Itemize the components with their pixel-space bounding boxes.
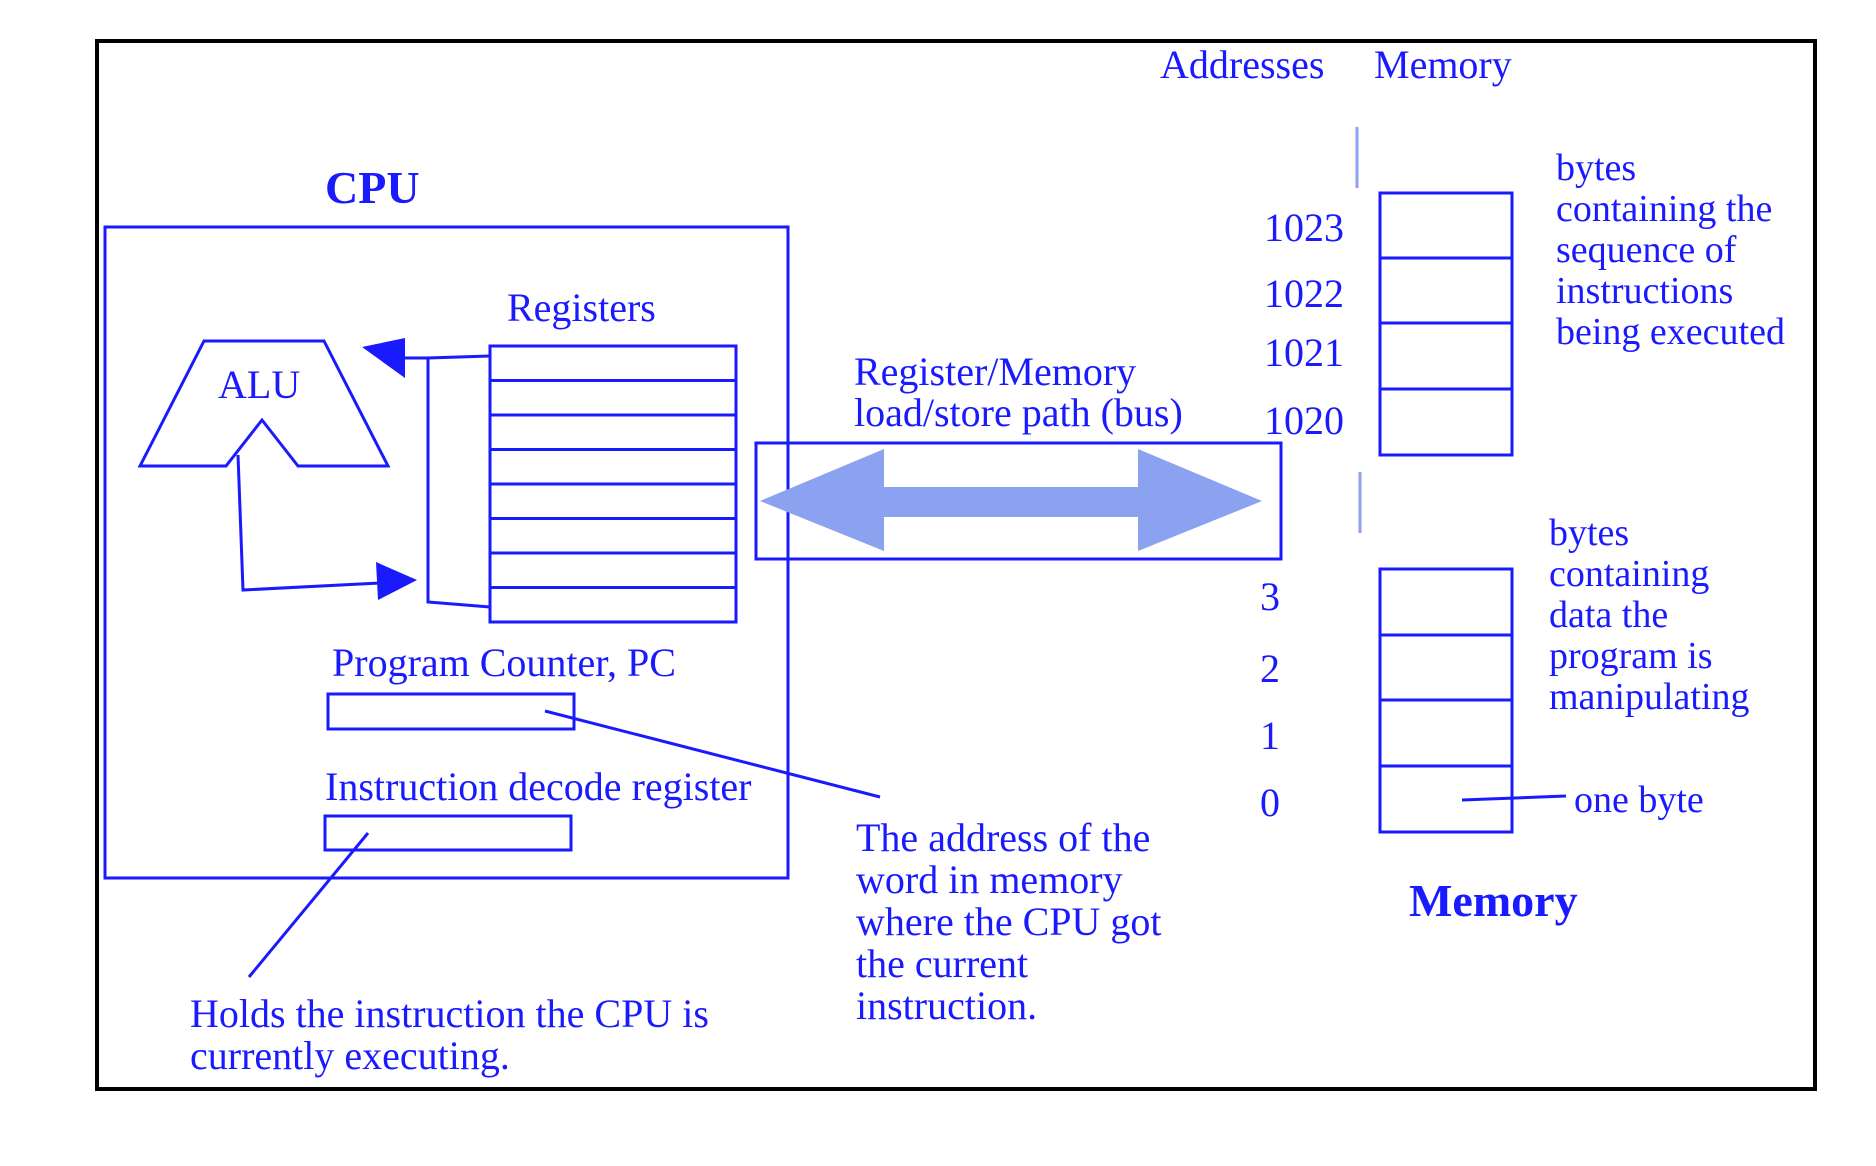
cpu-title: CPU	[325, 162, 420, 213]
alu-register-connections	[236, 338, 491, 609]
idr-note: Holds the instruction the CPU is current…	[190, 991, 719, 1078]
bus-double-arrow	[760, 449, 1262, 551]
address-1020: 1020	[1264, 398, 1344, 443]
data-memory-cells	[1378, 567, 1514, 834]
idr-pointer-line	[247, 832, 370, 978]
address-1: 1	[1260, 713, 1280, 758]
pc-pointer-line	[544, 709, 881, 799]
arrow-to-registers	[376, 562, 417, 600]
bus-label-line1: Register/Memory	[854, 349, 1136, 394]
memory-header: Memory	[1374, 42, 1512, 87]
idr-label: Instruction decode register	[325, 764, 752, 809]
addresses-header: Addresses	[1160, 42, 1324, 87]
address-1022: 1022	[1264, 271, 1344, 316]
arrow-to-alu	[362, 338, 405, 378]
memory-title: Memory	[1409, 875, 1578, 926]
alu-shape	[137, 339, 391, 468]
address-2: 2	[1260, 646, 1280, 691]
instruction-bytes-note: bytes containing the sequence of instruc…	[1556, 147, 1785, 353]
cpu-box	[103, 225, 790, 880]
address-3: 3	[1260, 574, 1280, 619]
bus-label-line2: load/store path (bus)	[854, 390, 1183, 435]
instruction-decode-register	[323, 814, 573, 852]
pc-note: The address of the word in memory where …	[856, 815, 1172, 1028]
registers-label: Registers	[507, 285, 656, 330]
alu-label: ALU	[218, 362, 300, 407]
address-1023: 1023	[1264, 205, 1344, 250]
data-bytes-note: bytes containing data the program is man…	[1549, 512, 1750, 718]
pc-label: Program Counter, PC	[332, 640, 676, 685]
one-byte-pointer	[1461, 794, 1567, 802]
register-file	[488, 344, 738, 624]
instruction-memory-cells	[1378, 191, 1514, 457]
address-1021: 1021	[1264, 330, 1344, 375]
pc-register	[326, 692, 576, 731]
address-0: 0	[1260, 780, 1280, 825]
bus-box	[754, 441, 1283, 561]
outer-frame	[95, 39, 1817, 1091]
one-byte-label: one byte	[1574, 779, 1704, 821]
